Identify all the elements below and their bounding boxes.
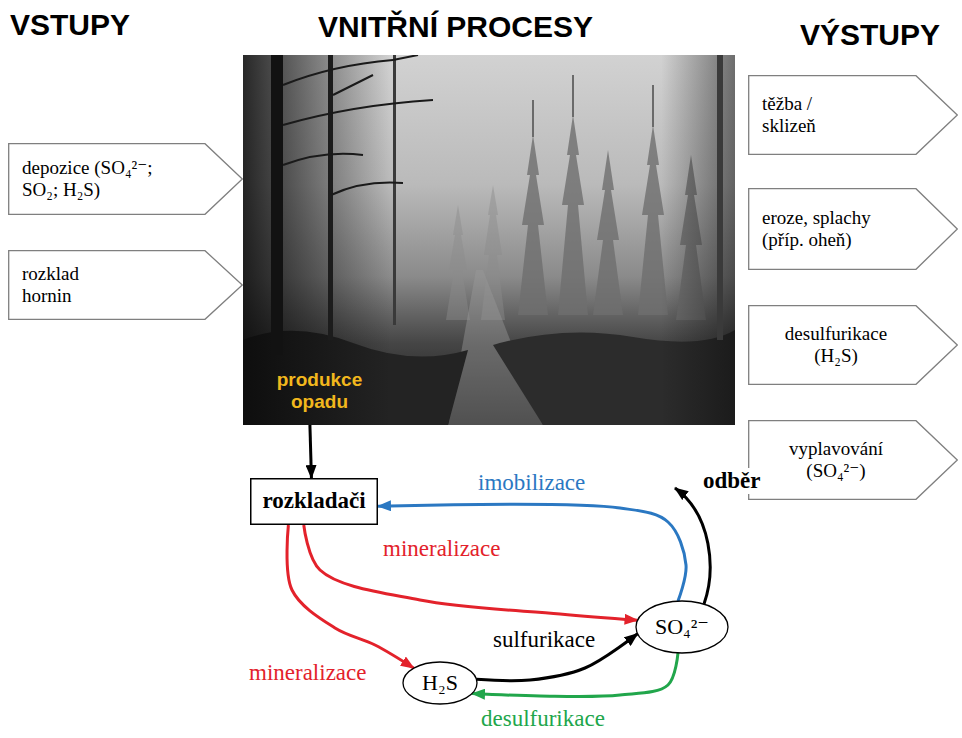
process-label: sulfurikace <box>490 627 598 653</box>
output-text: desulfurikace (H₂S) <box>776 323 896 367</box>
mineralization-arrow <box>304 525 638 620</box>
input-arrow-box: rozklad hornin <box>8 250 243 320</box>
section-heading: VSTUPY <box>10 8 130 43</box>
arrow-outline <box>9 144 243 215</box>
output-arrow-box: vyplavování (SO₄²⁻) <box>748 420 958 500</box>
input-text: depozice (SO₄²⁻; SO₂; H₂S) <box>22 157 182 201</box>
decomposer-box: rozkladači <box>250 478 378 525</box>
input-text: rozklad hornin <box>22 263 102 307</box>
arrow-outline <box>749 189 958 270</box>
desulfurication-arrow <box>472 653 678 697</box>
forest-photo-panel: produkce opadu <box>243 55 735 425</box>
photo-caption: produkce opadu <box>257 369 382 413</box>
section-heading: VNITŘNÍ PROCESY <box>318 10 593 45</box>
near-trees <box>271 55 723 355</box>
process-label: desulfurikace <box>478 706 608 732</box>
arrow-outline <box>749 76 958 155</box>
output-text: eroze, splachy (příp. oheň) <box>762 207 897 251</box>
compound-text: H₂S <box>422 670 458 695</box>
compound-ellipse: H₂S <box>402 661 478 705</box>
process-label: mineralizace <box>380 536 503 562</box>
uptake-arrow <box>675 488 710 604</box>
output-text: těžba / sklizeň <box>762 93 837 137</box>
immobilization-arrow <box>378 504 686 601</box>
flow-arrow <box>310 425 312 478</box>
process-label: imobilizace <box>475 470 588 496</box>
input-arrow-box: depozice (SO₄²⁻; SO₂; H₂S) <box>8 143 243 215</box>
output-arrow-box: těžba / sklizeň <box>748 75 958 155</box>
box-outline <box>251 479 378 525</box>
connectors <box>287 425 686 697</box>
output-arrow-box: eroze, splachy (příp. oheň) <box>748 188 958 270</box>
section-heading: VÝSTUPY <box>800 18 940 53</box>
arrow-outline <box>9 251 243 320</box>
compound-ellipse: SO₄²⁻ <box>635 600 729 654</box>
ellipse-outline <box>636 601 728 653</box>
ellipse-outline <box>403 662 477 704</box>
output-arrow-box: desulfurikace (H₂S) <box>748 305 958 385</box>
arrow-outline <box>749 306 958 385</box>
fog-sky <box>243 55 735 425</box>
arrow-outline <box>749 421 958 500</box>
output-text: vyplavování (SO₄²⁻) <box>781 438 891 482</box>
shade <box>243 55 735 425</box>
compound-text: SO₄²⁻ <box>655 614 709 639</box>
uptake-label: odběr <box>700 468 764 494</box>
decomposer-text: rozkladači <box>262 488 365 514</box>
process-label: mineralizace <box>246 660 369 686</box>
